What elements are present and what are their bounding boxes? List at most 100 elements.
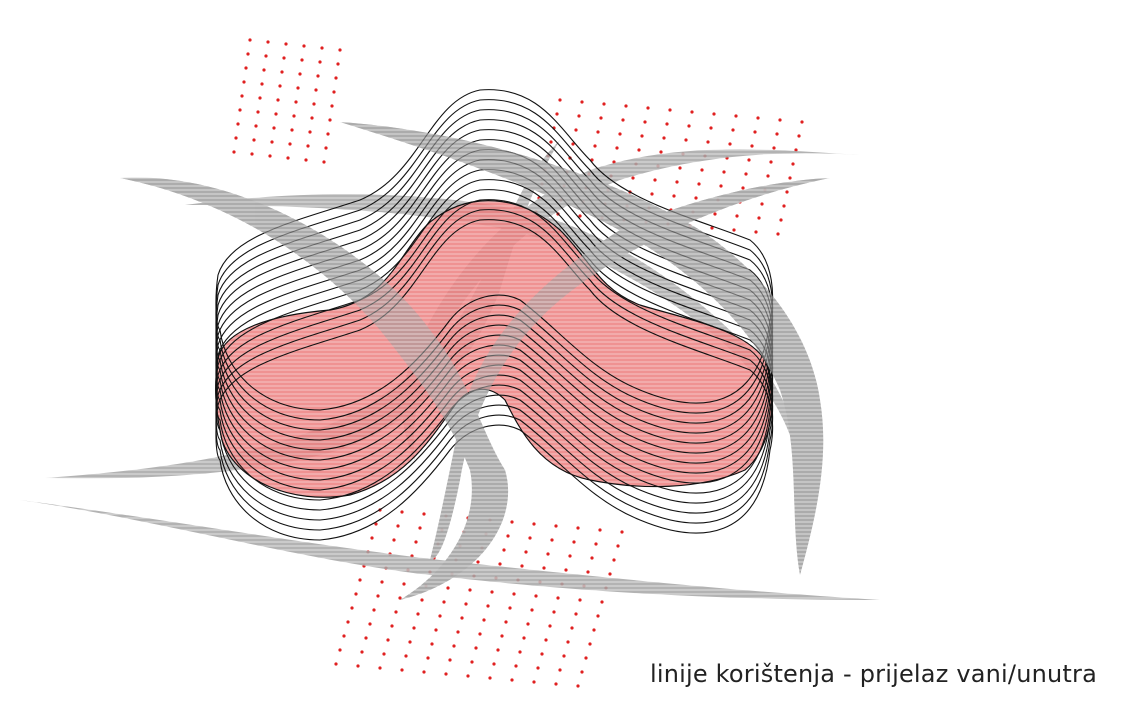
red-dot [653,178,657,182]
red-dot [788,176,792,180]
red-dot [488,676,492,680]
red-dot [256,110,260,114]
red-dot [687,124,691,128]
red-dot [504,620,508,624]
red-dot [797,134,801,138]
red-dot [286,156,290,160]
red-dot [659,150,663,154]
red-dot [568,554,572,558]
red-dot [650,192,654,196]
red-dot [448,658,452,662]
red-dot [710,226,714,230]
red-dot [608,572,612,576]
red-dot [546,552,550,556]
red-dot [334,662,338,666]
red-dot [252,138,256,142]
red-dot [502,548,506,552]
red-dot [621,118,625,122]
red-dot [444,672,448,676]
red-dot [496,648,500,652]
red-dot [456,630,460,634]
red-dot [590,556,594,560]
red-dot [747,158,751,162]
red-dot [360,650,364,654]
red-dot [400,510,404,514]
red-dot [620,530,624,534]
red-dot [549,140,553,144]
red-dot [662,136,666,140]
red-dot [576,526,580,530]
red-dot [382,652,386,656]
red-dot [584,656,588,660]
red-dot [578,598,582,602]
red-dot [570,626,574,630]
red-dot [794,148,798,152]
red-dot [540,652,544,656]
red-dot [404,654,408,658]
red-dot [564,568,568,572]
red-dot [306,144,310,148]
red-dot [414,540,418,544]
red-dot [380,580,384,584]
red-dot [593,144,597,148]
red-dot [571,142,575,146]
red-dot [731,128,735,132]
red-dot [518,650,522,654]
red-dot [775,132,779,136]
red-dot [624,104,628,108]
red-dot [356,664,360,668]
red-dot [578,214,582,218]
red-dot [364,636,368,640]
contour-line [215,199,774,521]
red-dot [602,102,606,106]
red-dot [709,126,713,130]
contour-line [215,179,774,501]
red-dot [712,112,716,116]
red-dot [600,600,604,604]
red-dot [757,216,761,220]
red-dot [722,170,726,174]
red-dot [574,612,578,616]
red-dot [280,70,284,74]
red-dot [572,540,576,544]
red-dot [618,132,622,136]
red-dot [492,662,496,666]
red-dot [248,38,252,42]
red-dot [390,624,394,628]
red-dot [550,538,554,542]
red-dot [300,58,304,62]
red-dot [754,230,758,234]
red-dot [594,542,598,546]
red-dot [420,598,424,602]
red-dot [766,174,770,178]
red-dot [542,566,546,570]
red-dot [474,646,478,650]
red-dot [460,616,464,620]
red-dot [580,100,584,104]
grey-ribbon [120,177,509,600]
red-dot [284,42,288,46]
red-dot [631,176,635,180]
red-dot [779,218,783,222]
red-dot [728,142,732,146]
red-dot [665,122,669,126]
red-dot [744,172,748,176]
red-dot [322,160,326,164]
red-dot [288,142,292,146]
red-dot [554,682,558,686]
red-dot [684,138,688,142]
red-dot [246,52,250,56]
red-dot [490,590,494,594]
red-dot [558,668,562,672]
red-dot [308,130,312,134]
red-dot [508,606,512,610]
grey-ribbon [340,122,824,575]
red-dot [266,40,270,44]
red-dot [482,618,486,622]
red-dot [260,82,264,86]
red-dot [296,86,300,90]
red-dot [408,640,412,644]
red-dot [586,570,590,574]
red-dot [318,60,322,64]
red-dot [468,588,472,592]
